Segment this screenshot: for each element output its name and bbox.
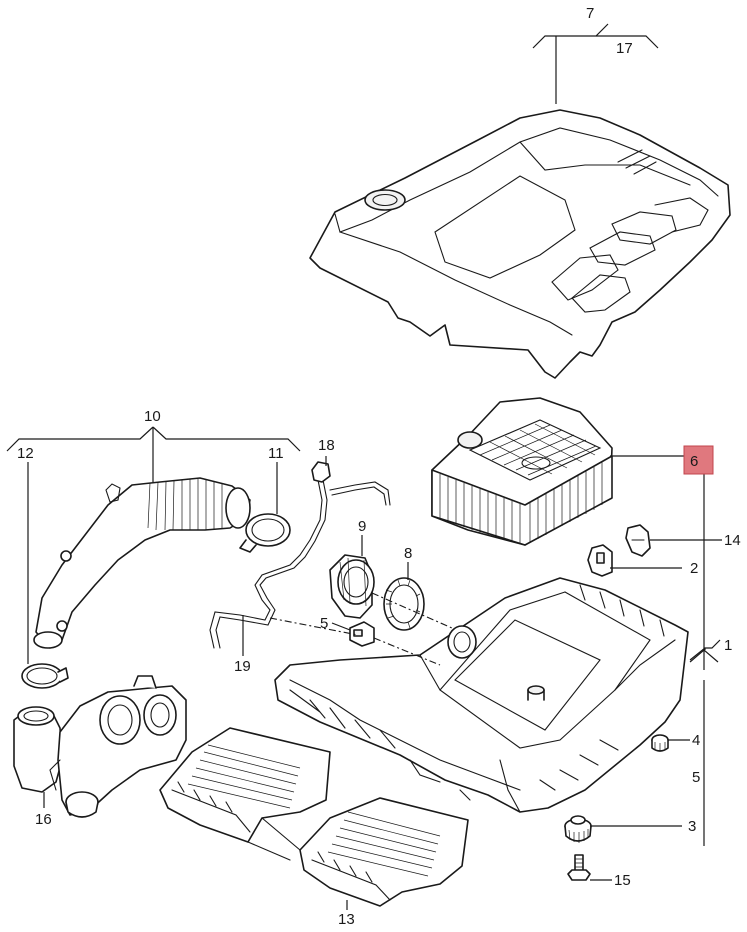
clip-2 [587, 544, 613, 577]
label-18: 18 [318, 437, 335, 454]
engine-cover [309, 109, 731, 379]
hose-clamp-11 [239, 513, 291, 553]
label-11: 11 [268, 445, 284, 462]
label-5-left: 5 [320, 615, 328, 632]
cover-leaders [532, 23, 659, 104]
intake-hose [33, 477, 251, 649]
label-13: 13 [338, 911, 355, 928]
vent-line [209, 461, 391, 649]
label-10: 10 [144, 408, 161, 425]
label-14: 14 [724, 532, 741, 549]
label-19: 19 [234, 658, 251, 675]
label-9: 9 [358, 518, 366, 535]
air-filter-element [431, 397, 613, 546]
label-16: 16 [35, 811, 52, 828]
duct-bridge [247, 817, 301, 861]
elbow-16 [13, 706, 63, 793]
bolt-15 [567, 854, 591, 881]
label-6: 6 [690, 453, 698, 470]
label-2: 2 [690, 560, 698, 577]
grommet-4 [651, 734, 669, 752]
label-15: 15 [614, 872, 631, 889]
label-4: 4 [692, 732, 700, 749]
rubber-mount-3 [564, 815, 592, 843]
label-17: 17 [616, 40, 633, 57]
clip-14 [625, 524, 651, 557]
label-3: 3 [688, 818, 696, 835]
air-filter-housing [274, 577, 689, 813]
hose-clamp-12 [21, 663, 69, 689]
callout-6 [610, 455, 705, 670]
label-7: 7 [586, 5, 594, 22]
label-12: 12 [17, 445, 34, 462]
throttle-body [49, 675, 187, 818]
part-labels: 7 17 6 14 2 1 4 5 3 15 10 12 11 18 9 8 5… [17, 5, 741, 928]
seal-ring-8 [383, 577, 425, 631]
assembly-lines [269, 592, 453, 666]
connector-5 [349, 621, 375, 647]
label-1: 1 [724, 637, 732, 654]
label-5-right: 5 [692, 769, 700, 786]
maf-sensor-9 [329, 554, 375, 619]
leader-lines [6, 426, 722, 910]
air-duct-right [299, 797, 469, 907]
highlight-box-6 [683, 445, 714, 475]
label-8: 8 [404, 545, 412, 562]
air-duct-left [159, 727, 331, 843]
